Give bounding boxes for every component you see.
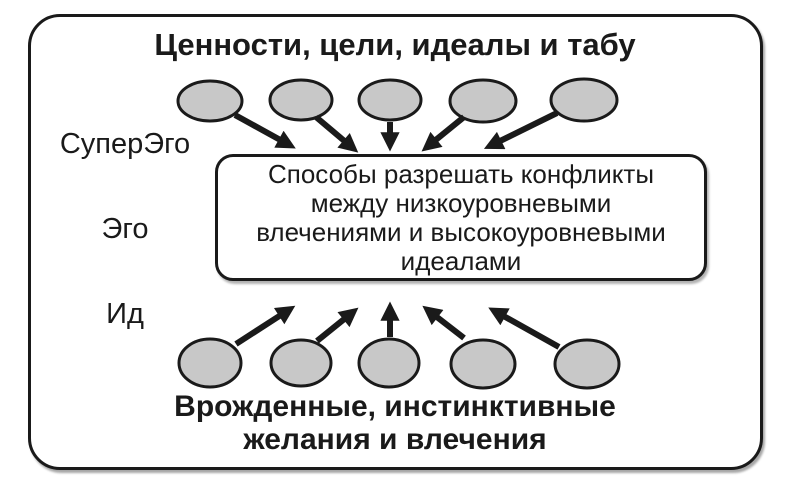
label-ego: Эго: [101, 213, 149, 245]
top-arrow-1: [233, 112, 296, 149]
top-title: Ценности, цели, идеалы и табу: [154, 27, 636, 62]
bottom-arrow-4: [422, 305, 466, 341]
bottom-ellipse-5: [553, 338, 621, 390]
center-box: Способы разрешать конфликты между низкоу…: [215, 154, 707, 281]
bottom-arrow-2: [315, 307, 359, 344]
top-arrow-5: [483, 110, 559, 150]
top-ellipse-1: [176, 79, 244, 123]
bottom-ellipse-1: [177, 337, 243, 389]
top-arrow-4: [421, 114, 466, 152]
label-id: Ид: [106, 298, 144, 330]
bottom-title-line-2: желания и влечения: [243, 423, 547, 456]
bottom-ellipse-3: [357, 337, 421, 389]
top-ellipse-3: [357, 78, 423, 122]
bottom-arrow-1: [234, 305, 296, 347]
bottom-ellipse-4: [449, 338, 517, 390]
center-box-line-4: идеалами: [400, 245, 522, 276]
bottom-arrow-5: [488, 307, 561, 350]
top-ellipse-5: [549, 77, 619, 123]
bottom-title-line-1: Врожденные, инстинктивные: [174, 390, 616, 423]
bottom-ellipse-2: [269, 338, 333, 388]
center-box-line-3: влечениями и высокоуровневыми: [256, 216, 666, 247]
bottom-title: Врожденные, инстинктивные желания и влеч…: [40, 390, 750, 456]
top-ellipse-4: [448, 78, 518, 124]
center-box-line-2: между низкоуровневыми: [310, 187, 612, 218]
top-arrow-2: [314, 114, 359, 153]
center-box-line-1: Способы разрешать конфликты: [267, 158, 655, 189]
label-superego: СуперЭго: [59, 128, 191, 160]
top-ellipse-2: [268, 78, 334, 122]
